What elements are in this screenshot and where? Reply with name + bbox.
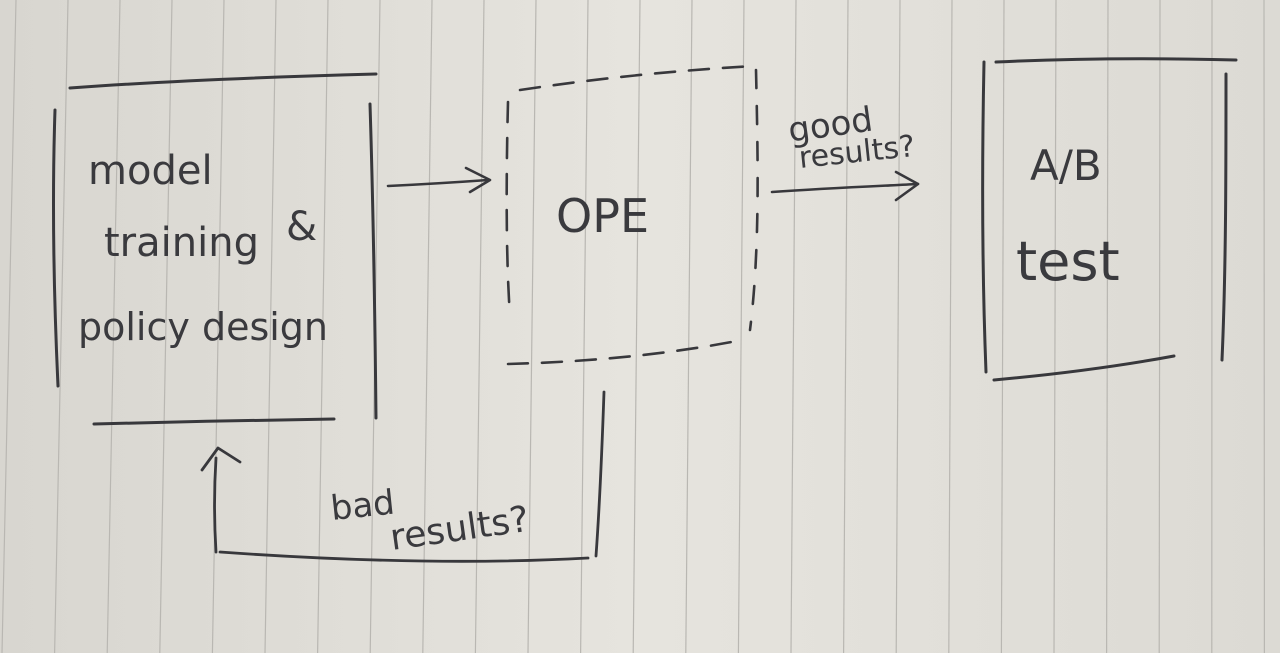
ruled-line [790,0,797,653]
ruled-line [1158,0,1161,653]
abtest-label-line2: test [1016,230,1120,293]
ope-label: OPE [556,189,649,243]
ruled-line [685,0,693,653]
ruled-line [842,0,849,653]
training-label-line2: training [104,220,259,266]
ruled-line [527,0,537,653]
ruled-line [1000,0,1005,653]
training-label-line1: model [88,148,213,194]
ruled-line [632,0,641,653]
bad-results-label-line1: bad [329,482,397,528]
ope-box: OPE [505,64,759,366]
ruled-line [474,0,485,653]
ruled-line [580,0,589,653]
ruled-line [54,0,69,653]
training-box: model training & policy design [52,72,378,426]
ruled-line [317,0,329,653]
ruled-line [895,0,901,653]
ruled-line [1053,0,1057,653]
abtest-label-line1: A/B [1030,141,1102,190]
ruled-line [948,0,953,653]
training-label-ampersand: & [286,204,317,250]
ruled-line [264,0,277,653]
ruled-line [106,0,121,653]
ruled-line [737,0,745,653]
ruled-line [1105,0,1109,653]
abtest-box: A/B test [981,57,1238,382]
arrow-training-to-ope [386,166,492,194]
training-label-line3: policy design [78,305,328,349]
ruled-line [159,0,173,653]
ruled-line [422,0,433,653]
ruled-line [1,0,17,653]
